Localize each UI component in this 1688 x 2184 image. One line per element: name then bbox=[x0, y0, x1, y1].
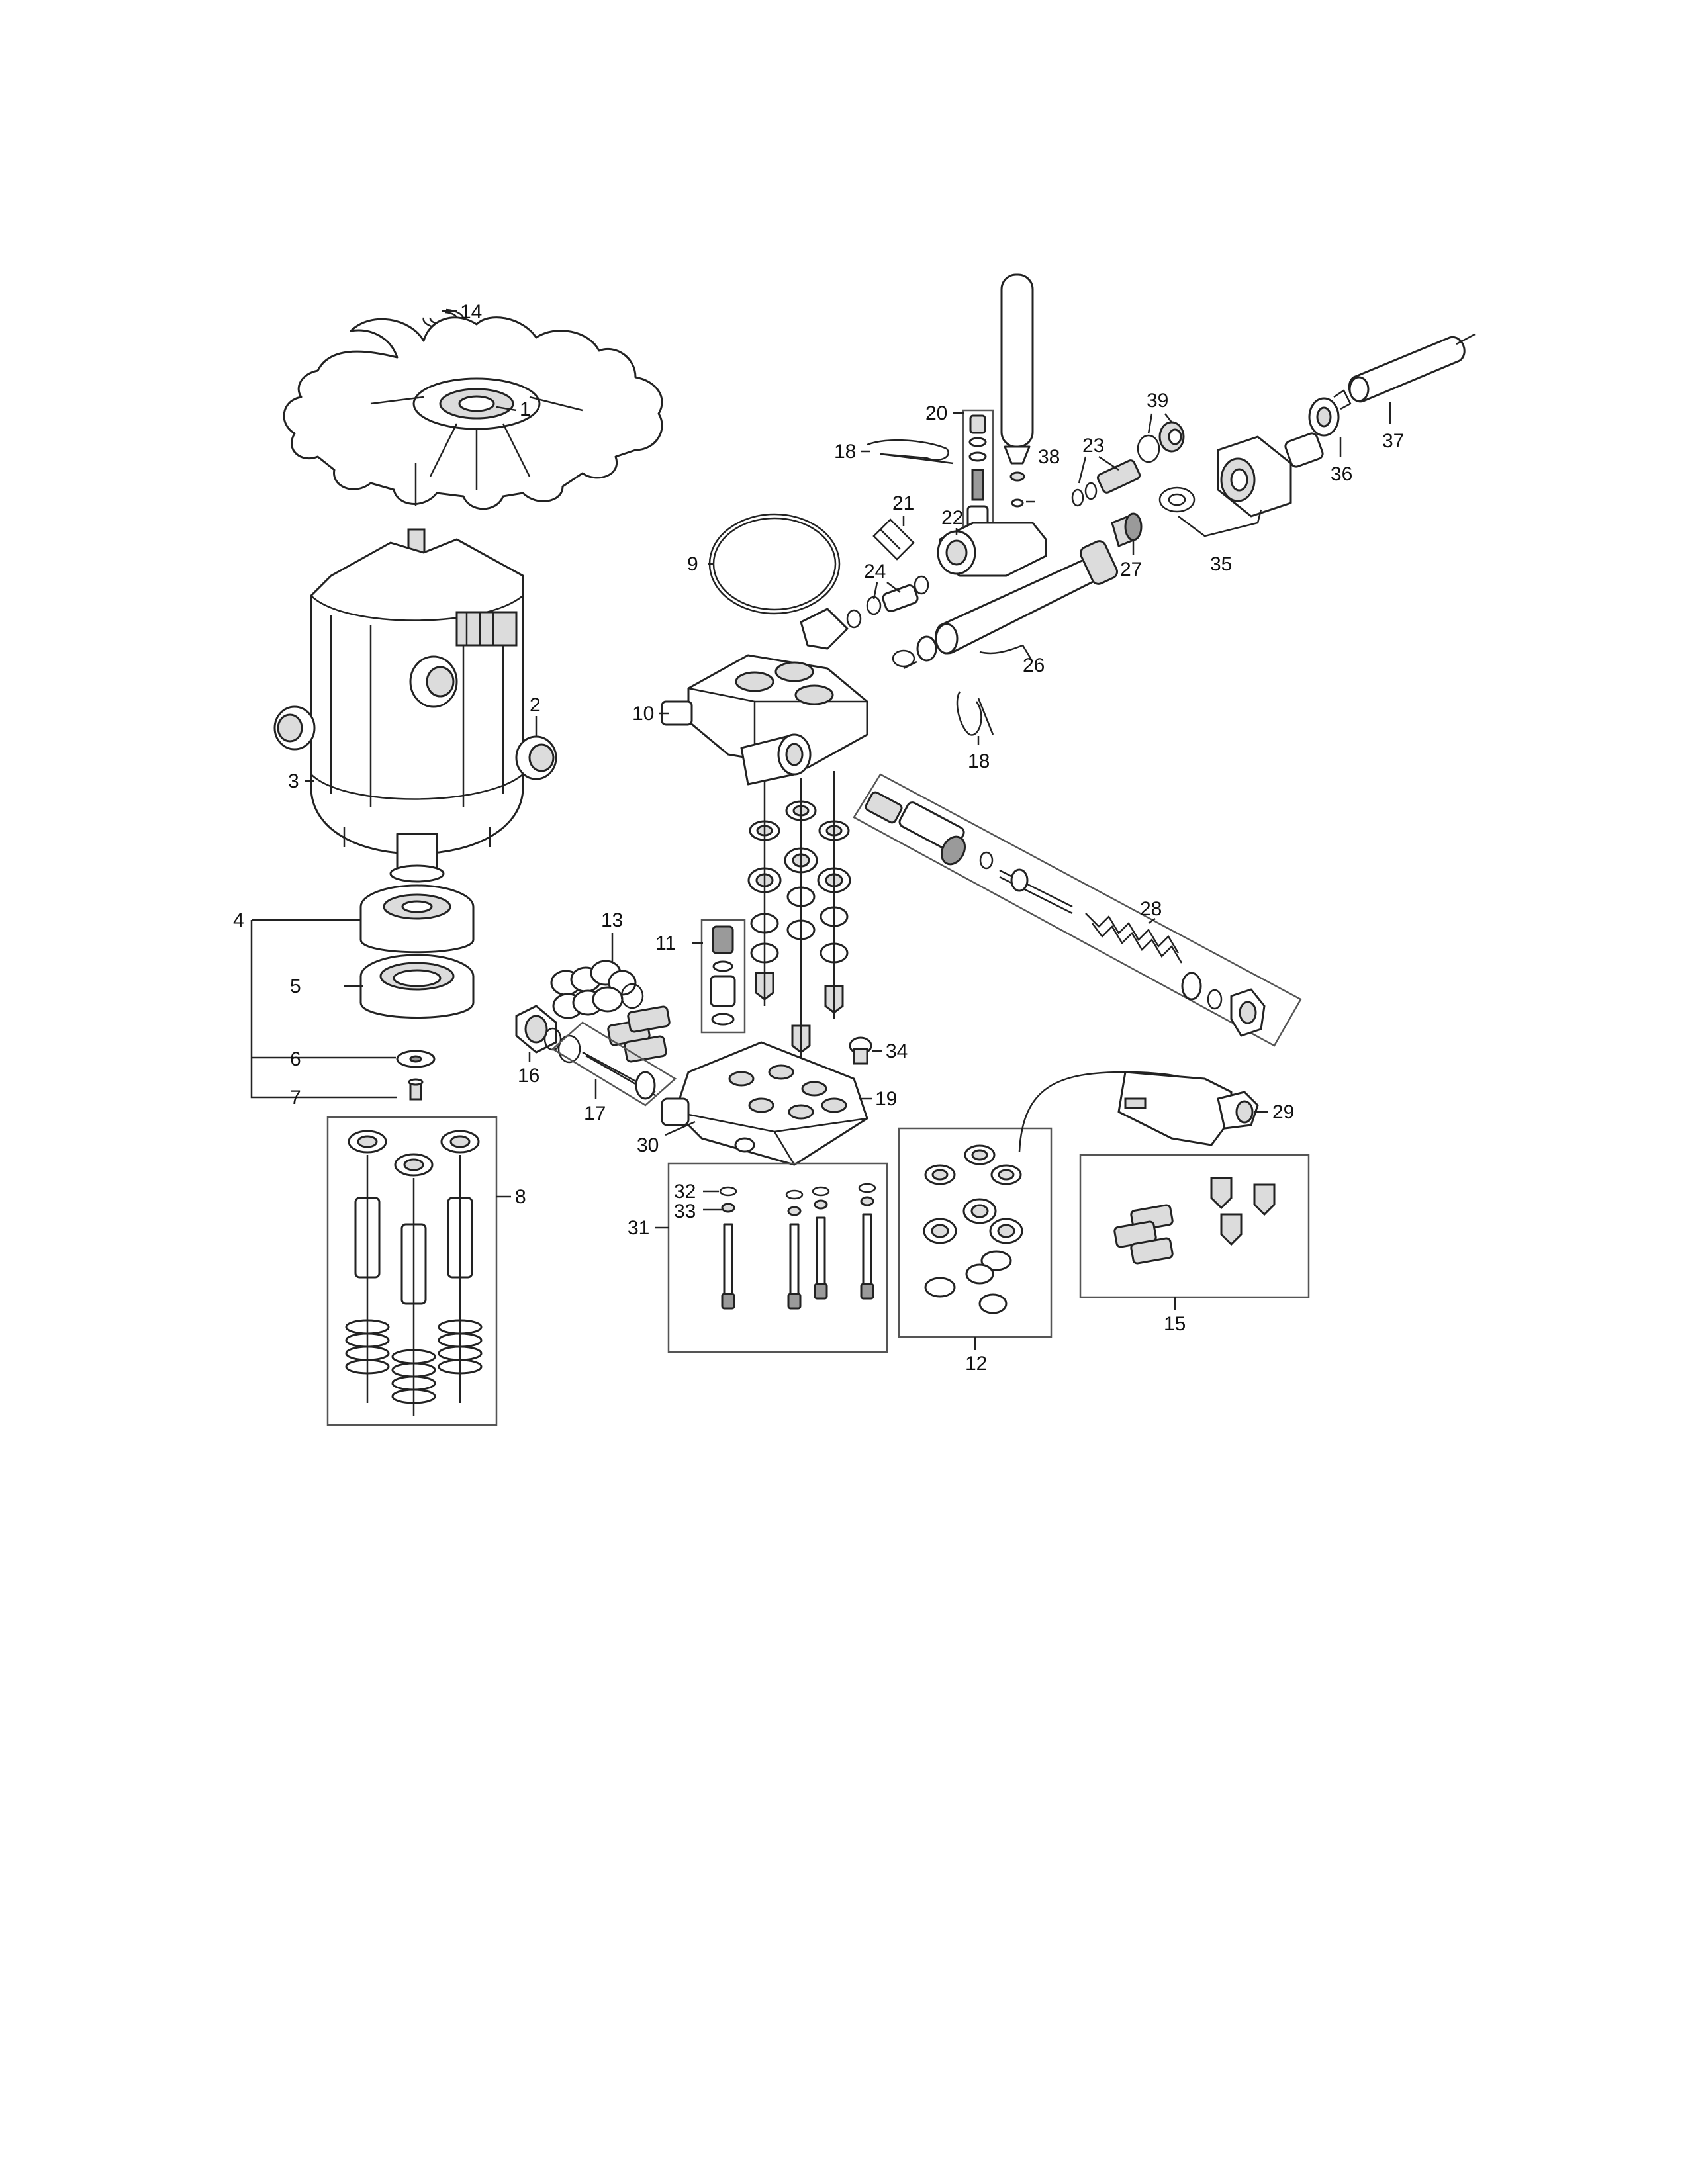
callout-2: 2 bbox=[530, 694, 541, 716]
callout-35: 35 bbox=[1210, 553, 1232, 575]
part-motor-housing bbox=[310, 528, 524, 883]
part-18-pin-lower bbox=[956, 691, 994, 736]
part-17-bypass-spring bbox=[582, 1051, 656, 1100]
callout-36: 36 bbox=[1331, 463, 1352, 485]
leader-4 bbox=[250, 919, 397, 1099]
kit-box-15 bbox=[1079, 1154, 1310, 1298]
callout-1: 1 bbox=[520, 398, 531, 420]
part-34-plug bbox=[849, 1036, 872, 1065]
callout-26: 26 bbox=[1023, 655, 1045, 676]
leader-39 bbox=[1147, 413, 1172, 434]
seal-column-right bbox=[817, 820, 851, 1014]
callout-6: 6 bbox=[290, 1048, 301, 1070]
callout-4: 4 bbox=[233, 909, 244, 931]
callout-11: 11 bbox=[655, 933, 676, 954]
part-2-brush-holder bbox=[515, 735, 557, 780]
callout-18-top: 18 bbox=[834, 441, 856, 463]
leader-28 bbox=[1148, 917, 1156, 925]
callout-5: 5 bbox=[290, 976, 301, 997]
callout-27: 27 bbox=[1120, 559, 1142, 580]
part-31-bolt-kit bbox=[719, 1183, 876, 1310]
callout-9: 9 bbox=[687, 553, 698, 575]
kit-box-17 bbox=[551, 1021, 677, 1107]
part-38-cylinder bbox=[1000, 273, 1034, 508]
part-39-seal-ring bbox=[1137, 421, 1185, 463]
part-35-inlet-fitting bbox=[1158, 432, 1324, 518]
callout-21: 21 bbox=[892, 492, 914, 514]
part-24-nipple-set bbox=[846, 575, 929, 629]
callout-29: 29 bbox=[1272, 1101, 1294, 1123]
leader-35 bbox=[1178, 509, 1262, 537]
callout-3: 3 bbox=[288, 770, 299, 792]
callout-24: 24 bbox=[864, 561, 886, 582]
callout-30: 30 bbox=[637, 1134, 659, 1156]
kit-box-31 bbox=[667, 1162, 888, 1353]
part-19-manifold-block bbox=[661, 1041, 868, 1166]
callout-10: 10 bbox=[632, 703, 654, 725]
part-10-pump-head bbox=[661, 608, 868, 786]
callout-32: 32 bbox=[674, 1181, 696, 1203]
callout-38: 38 bbox=[1038, 446, 1060, 468]
part-29-pressure-switch bbox=[1018, 1071, 1259, 1152]
part-9-o-ring bbox=[708, 513, 841, 615]
part-20-unloader-valve bbox=[966, 414, 989, 531]
part-28-bypass-valve bbox=[865, 791, 1266, 1037]
part-7-screw bbox=[408, 1078, 424, 1101]
callout-17: 17 bbox=[584, 1103, 606, 1124]
part-3-brush-holder bbox=[273, 705, 316, 751]
callout-16: 16 bbox=[518, 1065, 539, 1087]
part-15-check-valve-kit bbox=[1113, 1177, 1276, 1265]
part-13-valve-set bbox=[550, 960, 671, 1063]
part-4-swash-plate bbox=[359, 884, 475, 954]
part-21-bracket bbox=[872, 518, 915, 561]
callout-8: 8 bbox=[515, 1186, 526, 1208]
callout-37: 37 bbox=[1382, 430, 1404, 452]
callout-33: 33 bbox=[674, 1201, 696, 1222]
part-5-bearing bbox=[359, 954, 475, 1019]
part-8-piston-kit bbox=[345, 1130, 483, 1416]
part-36-hose-clamp bbox=[1308, 389, 1352, 437]
leader-26 bbox=[903, 644, 1034, 670]
leader-1 bbox=[496, 406, 517, 412]
callout-7: 7 bbox=[290, 1087, 301, 1109]
part-27-filter bbox=[1111, 512, 1143, 548]
part-6-washer bbox=[396, 1050, 436, 1068]
part-26-outlet-tube bbox=[892, 540, 1119, 668]
callout-28: 28 bbox=[1140, 898, 1162, 920]
callout-31: 31 bbox=[628, 1217, 649, 1239]
part-16-fitting bbox=[515, 1005, 581, 1064]
callout-34: 34 bbox=[886, 1040, 908, 1062]
leader-23 bbox=[1078, 455, 1119, 484]
leader-30 bbox=[665, 1120, 696, 1136]
callout-13: 13 bbox=[601, 909, 623, 931]
callout-12: 12 bbox=[965, 1353, 987, 1375]
kit-box-11 bbox=[700, 919, 746, 1034]
part-37-hose bbox=[1348, 333, 1476, 403]
callout-22: 22 bbox=[941, 507, 963, 529]
callout-18-lower: 18 bbox=[968, 751, 990, 772]
part-1-fan bbox=[283, 316, 663, 510]
part-12-seal-kit bbox=[923, 1144, 1023, 1314]
part-22-valve-housing bbox=[937, 522, 1047, 577]
part-motor-knob bbox=[409, 655, 458, 708]
kit-box-8 bbox=[326, 1116, 498, 1426]
callout-14: 14 bbox=[460, 301, 482, 323]
kit-box-28 bbox=[853, 773, 1302, 1047]
part-11-check-valve bbox=[710, 925, 736, 1026]
leader-24 bbox=[872, 582, 901, 600]
callout-23: 23 bbox=[1082, 435, 1104, 457]
callout-20: 20 bbox=[925, 402, 947, 424]
part-18-pin-top bbox=[867, 439, 954, 465]
callout-19: 19 bbox=[875, 1088, 897, 1110]
callout-15: 15 bbox=[1164, 1313, 1186, 1335]
callout-39: 39 bbox=[1147, 390, 1168, 412]
